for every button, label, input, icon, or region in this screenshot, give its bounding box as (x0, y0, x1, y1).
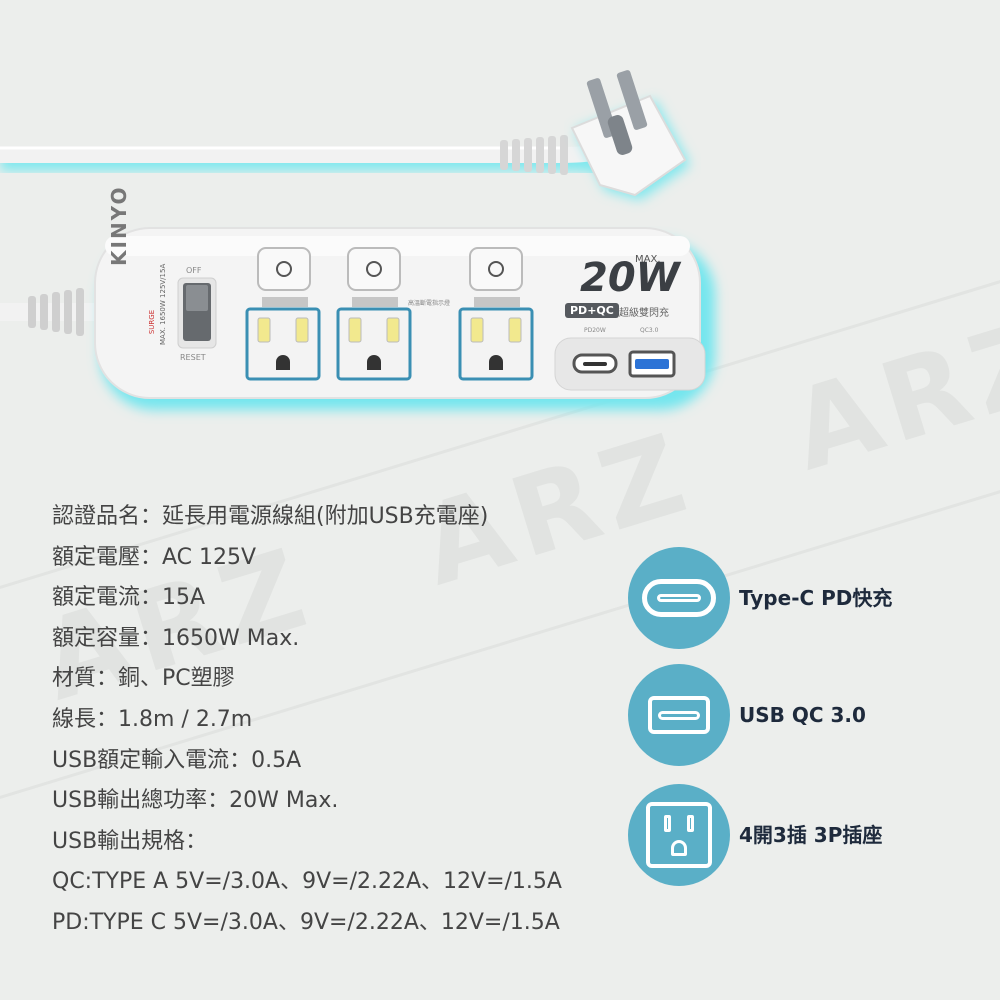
outlet-2 (336, 247, 412, 381)
spec-item: 額定電流：15A (52, 585, 206, 611)
spec-item: 額定容量：1650W Max. (52, 625, 300, 651)
port-qc-label: QC3.0 (640, 327, 659, 334)
dual-fast-charge-label: 超級雙閃充 (619, 308, 669, 319)
spec-item: 線長：1.8m / 2.7m (52, 706, 253, 732)
feature-badge (628, 547, 730, 649)
type-c-port-icon (642, 579, 716, 617)
port-pd-label: PD20W (584, 327, 606, 334)
power-rating: 20W (580, 255, 680, 301)
power-strip-image (0, 70, 715, 410)
feature-usb-qc: USB QC 3.0 (628, 664, 988, 766)
indicator-label: 高溫斷電指示燈 (408, 300, 451, 307)
pd-qc-badge: PD+QC (565, 303, 619, 318)
switch-badge: SURGE (148, 309, 157, 335)
flat-plug (570, 70, 690, 200)
feature-badge (628, 784, 730, 886)
feature-badge (628, 664, 730, 766)
spec-item: USB輸出規格： (52, 828, 208, 854)
feature-label: 4開3插 3P插座 (739, 823, 883, 847)
spec-item: PD:TYPE C 5V=/3.0A、9V=/2.22A、12V=/1.5A (52, 909, 560, 935)
feature-label: USB QC 3.0 (739, 703, 866, 727)
spec-item: 材質：銅、PC塑膠 (52, 666, 235, 692)
spec-item: 額定電壓：AC 125V (52, 544, 257, 570)
max-label: MAX. (635, 254, 661, 265)
outlet-3 (458, 247, 534, 381)
feature-label: Type-C PD快充 (739, 586, 893, 610)
feature-outlet: 4開3插 3P插座 (628, 784, 988, 886)
spec-item: 認證品名：延長用電源線組(附加USB充電座) (52, 504, 489, 529)
outlet-1 (245, 247, 321, 381)
brand-logo: KINYO (107, 185, 131, 266)
three-prong-outlet-icon (646, 802, 712, 868)
feature-type-c: Type-C PD快充 (628, 547, 988, 649)
cable-strain-relief (500, 135, 568, 175)
spec-item: QC:TYPE A 5V=/3.0A、9V=/2.22A、12V=/1.5A (52, 869, 562, 895)
spec-item: USB輸出總功率：20W Max. (52, 788, 339, 814)
switch-off-label: OFF (186, 266, 202, 275)
rating-label: MAX. 1650W 125V/15A (159, 263, 167, 345)
switch-reset-label: RESET (180, 353, 206, 362)
usb-a-port-icon (648, 696, 710, 734)
spec-item: USB額定輸入電流：0.5A (52, 747, 302, 773)
spec-list: 認證品名：延長用電源線組(附加USB充電座) 額定電壓：AC 125V 額定電流… (52, 497, 612, 944)
